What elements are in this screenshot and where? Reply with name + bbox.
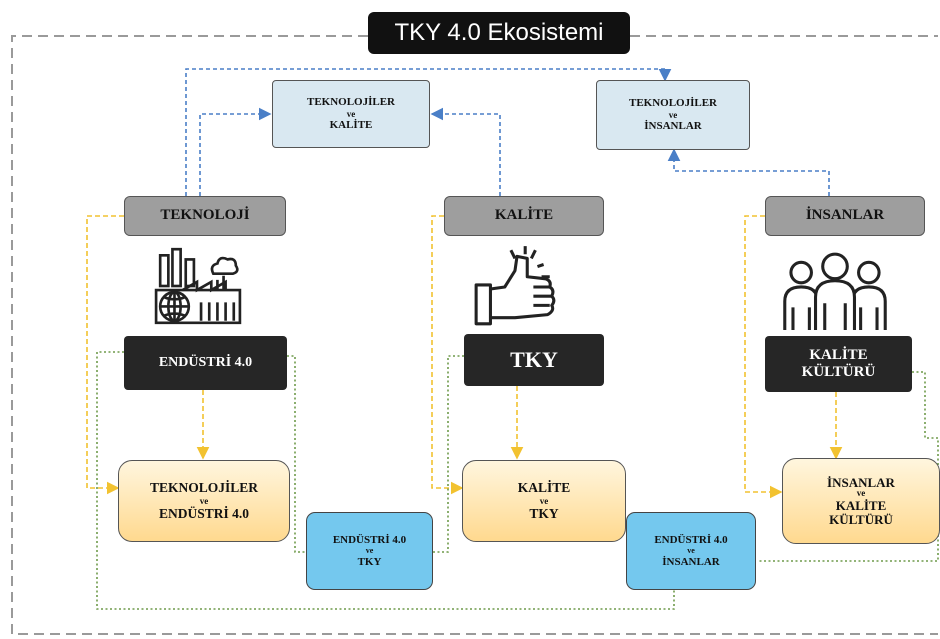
box-line: TEKNOLOJİLER <box>149 480 259 496</box>
box-kalite-ve-tky: KALİTE ve TKY <box>462 460 626 542</box>
people-icon <box>783 252 887 330</box>
box-line: KÜLTÜRÜ <box>829 511 893 527</box>
connector-teknoloji-to-tek-endustri <box>86 215 124 495</box>
box-line: İNSANLAR <box>644 120 702 133</box>
box-line: KALİTE <box>809 346 868 363</box>
factory-icon <box>154 247 242 325</box>
connector-insanlar-to-insan-kultur <box>744 215 783 499</box>
box-insanlar-ve-kalite-kulturu: İNSANLAR ve KALİTE KÜLTÜRÜ <box>782 458 940 544</box>
category-kalite: KALİTE <box>444 196 604 236</box>
connector-endustri-to-endustri-insanlar <box>96 351 675 610</box>
box-line: KALİTE <box>517 480 571 496</box>
outer-frame <box>11 35 938 635</box>
box-connector-word: ve <box>199 495 209 506</box>
diagram-title: TKY 4.0 Ekosistemi <box>368 12 630 54</box>
box-teknolojiler-ve-endustri: TEKNOLOJİLER ve ENDÜSTRİ 4.0 <box>118 460 290 542</box>
box-teknolojiler-ve-insanlar: TEKNOLOJİLER ve İNSANLAR <box>596 80 750 150</box>
box-line: ENDÜSTRİ 4.0 <box>158 506 250 522</box>
box-line: TEKNOLOJİLER <box>628 97 718 110</box>
connector-kalite-to-tek-kalite <box>430 107 501 196</box>
core-tky: TKY <box>464 334 604 386</box>
core-endustri-4: ENDÜSTRİ 4.0 <box>124 336 287 390</box>
box-line: ENDÜSTRİ 4.0 <box>654 533 728 546</box>
box-endustri-ve-tky: ENDÜSTRİ 4.0 ve TKY <box>306 512 433 590</box>
box-line: TKY <box>357 555 382 568</box>
box-line: KALİTE <box>835 497 887 513</box>
connector-kultur-to-endustri-insanlar <box>758 371 939 562</box>
connector-tky-to-endustri-tky <box>433 355 464 553</box>
box-line: KÜLTÜRÜ <box>801 364 876 380</box>
box-line: TEKNOLOJİLER <box>306 96 396 109</box>
connector-kalite-to-kalite-tky <box>431 215 464 495</box>
box-connector-word: ve <box>346 108 356 119</box>
category-insanlar: İNSANLAR <box>765 196 925 236</box>
category-teknoloji: TEKNOLOJİ <box>124 196 286 236</box>
core-kalite-kulturu: KALİTE KÜLTÜRÜ <box>765 336 912 392</box>
box-line: İNSANLAR <box>827 474 895 490</box>
connector-insanlar-to-tek-insanlar <box>667 148 830 196</box>
thumbs-up-icon <box>474 246 556 326</box>
box-connector-word: ve <box>668 109 678 120</box>
connector-teknoloji-to-tek-kalite <box>199 107 272 196</box>
box-connector-word: ve <box>687 546 695 556</box>
box-connector-word: ve <box>365 546 374 556</box>
box-connector-word: ve <box>539 495 549 506</box>
box-endustri-ve-insanlar: ENDÜSTRİ 4.0 ve İNSANLAR <box>626 512 756 590</box>
box-line: İNSANLAR <box>662 555 720 568</box>
box-teknolojiler-ve-kalite: TEKNOLOJİLER ve KALİTE <box>272 80 430 148</box>
box-line: TKY <box>529 506 559 522</box>
box-connector-word: ve <box>856 488 866 499</box>
box-line: ENDÜSTRİ 4.0 <box>332 533 407 546</box>
box-line: KALİTE <box>329 119 373 132</box>
connector-teknoloji-to-tek-insanlar <box>185 68 672 196</box>
